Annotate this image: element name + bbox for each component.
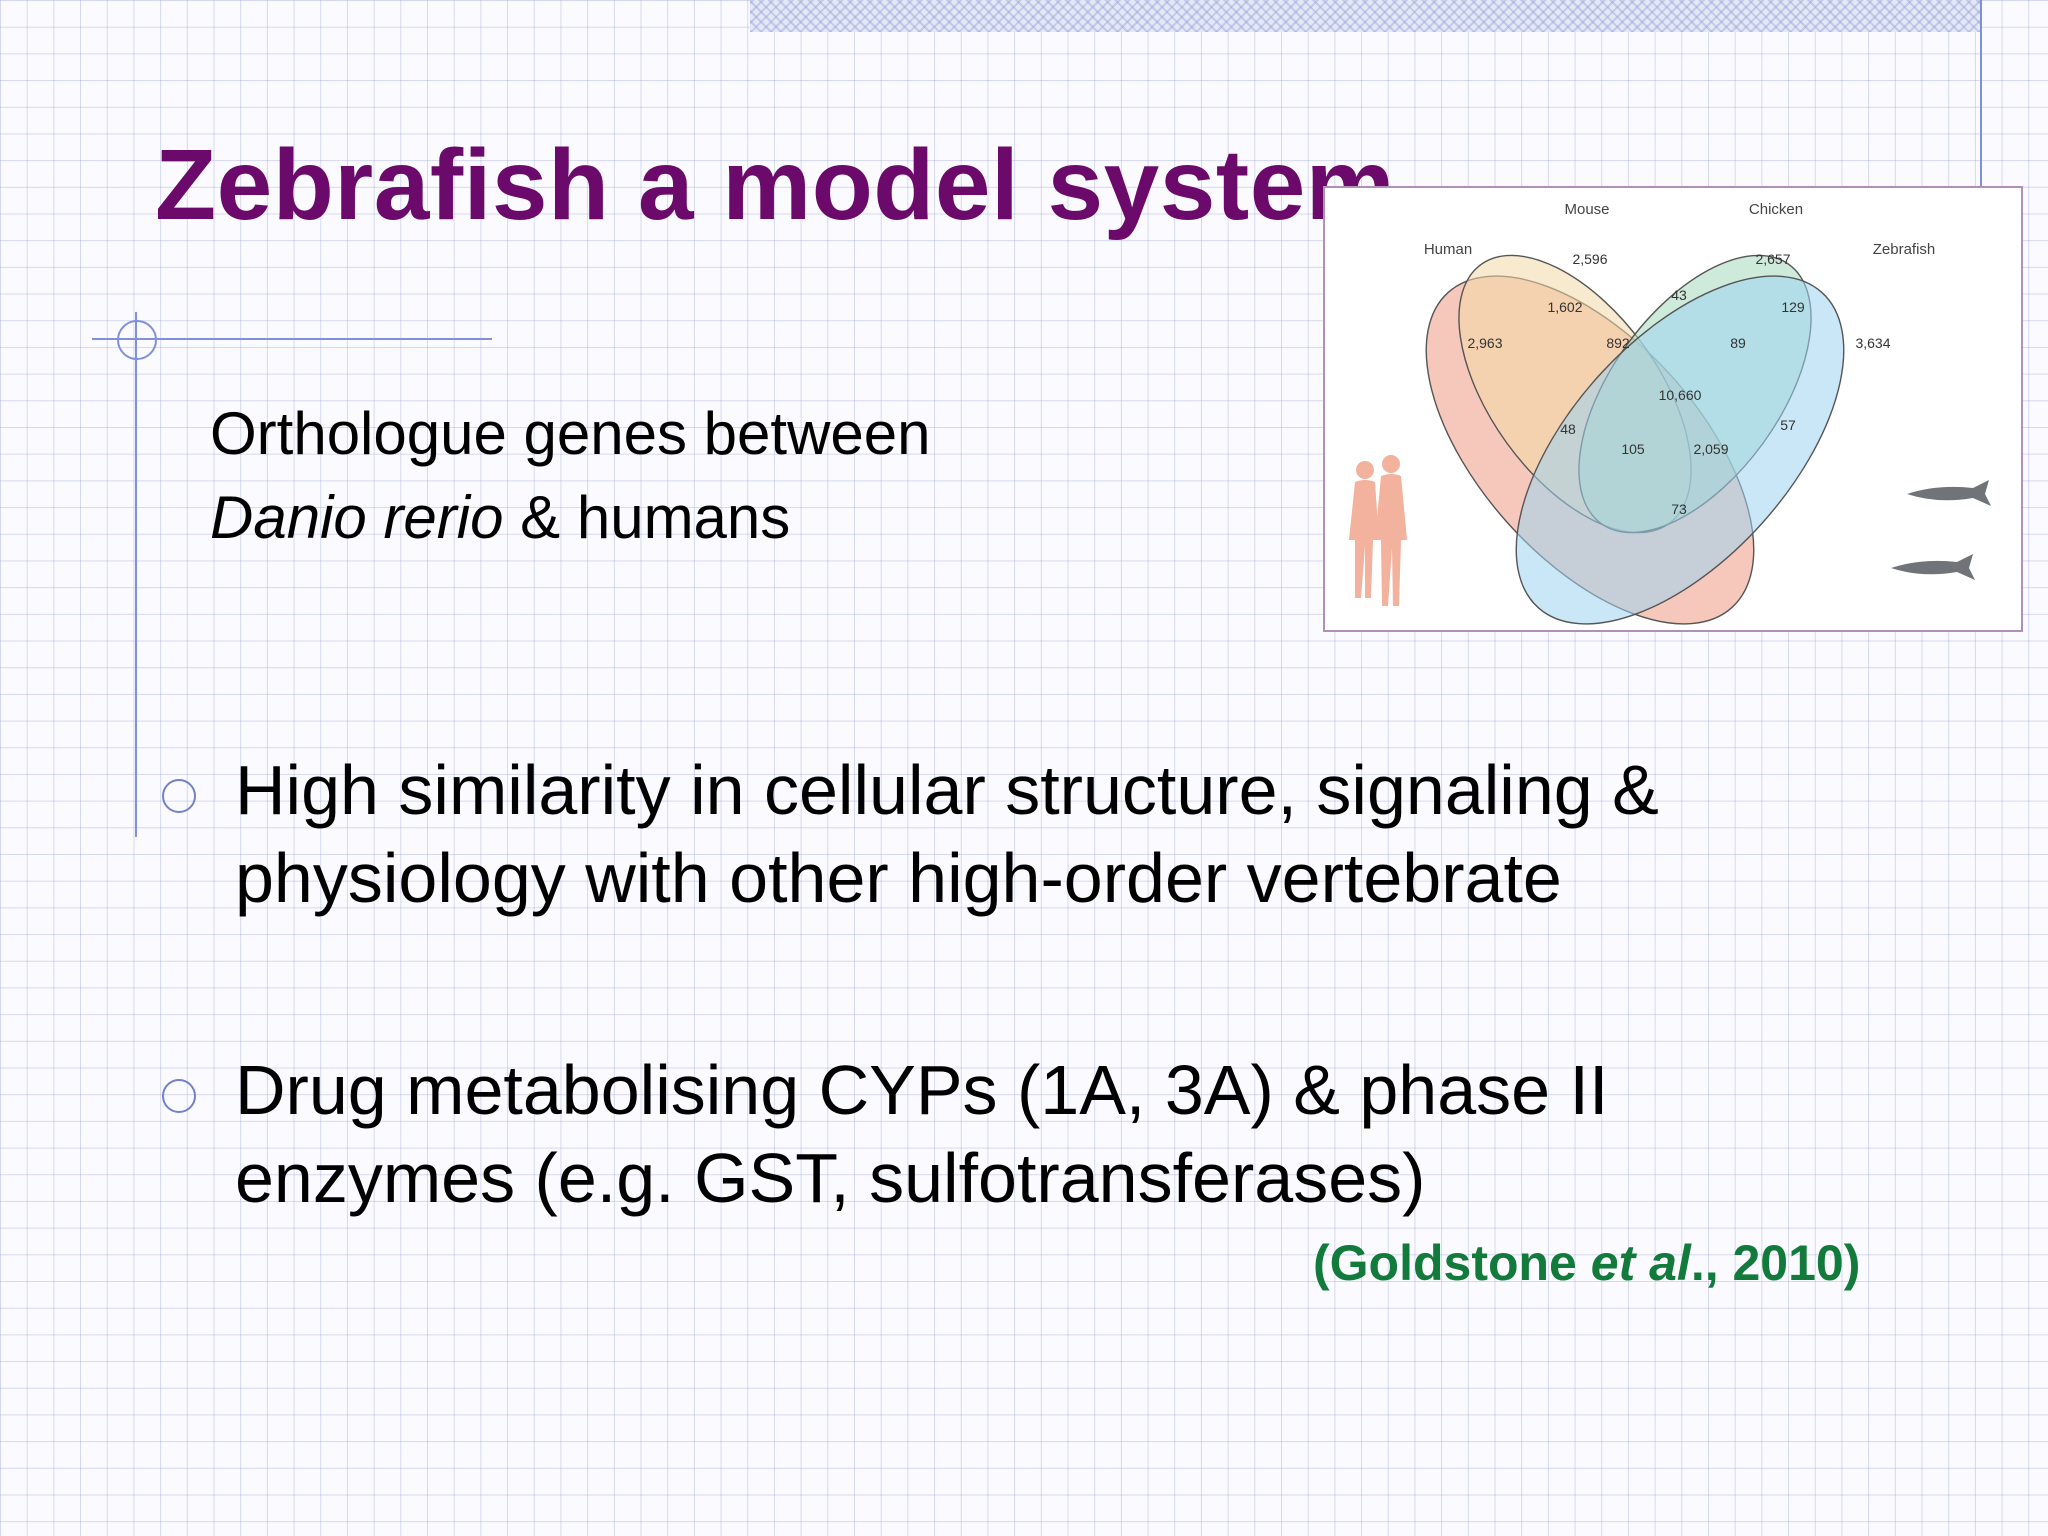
- bullet-2: Drug metabolising CYPs (1A, 3A) & phase …: [235, 1046, 1795, 1222]
- subtitle-rest: & humans: [503, 484, 791, 551]
- bullet-1-line2: physiology with other high-order vertebr…: [235, 839, 1562, 917]
- bullet-marker-1: [162, 779, 196, 813]
- slide-title: Zebrafish a model system: [155, 129, 1396, 241]
- bullet-marker-2: [162, 1079, 196, 1113]
- count-human-only: 2,963: [1467, 335, 1502, 351]
- citation-close: ., 2010): [1690, 1235, 1861, 1291]
- venn-zebrafish-set: [1515, 275, 1845, 625]
- species-name: Danio rerio: [210, 484, 504, 551]
- bullet-2-line1: Drug metabolising CYPs (1A, 3A) & phase …: [235, 1051, 1609, 1129]
- label-chicken: Chicken: [1749, 201, 1803, 218]
- bullet-1: High similarity in cellular structure, s…: [235, 746, 1795, 922]
- citation-etal: et al: [1590, 1235, 1691, 1291]
- count-mouse-chicken: 43: [1671, 287, 1687, 303]
- count-human-mouse-chicken: 892: [1606, 335, 1630, 351]
- label-human: Human: [1424, 241, 1472, 258]
- venn-diagram-panel: Mouse Chicken Human Zebrafish 2,596 2,65…: [1323, 186, 2023, 632]
- count-chicken-only: 2,657: [1755, 251, 1790, 267]
- subtitle: Orthologue genes between Danio rerio & h…: [210, 392, 931, 560]
- bullet-2-line2: enzymes (e.g. GST, sulfotransferases): [235, 1139, 1426, 1217]
- count-human-zebrafish: 73: [1671, 501, 1687, 517]
- citation: (Goldstone et al., 2010): [1313, 1234, 1860, 1292]
- decor-vertical-line-right: [1980, 0, 1982, 200]
- decor-vertical-line: [135, 312, 137, 837]
- count-human-mouse-zebrafish: 2,059: [1693, 441, 1728, 457]
- count-mouse-zebrafish: 57: [1780, 417, 1796, 433]
- count-zebrafish-only: 3,634: [1855, 335, 1890, 351]
- label-zebrafish: Zebrafish: [1873, 241, 1936, 258]
- count-mouse-only: 2,596: [1572, 251, 1607, 267]
- count-human-chicken-zebrafish: 105: [1621, 441, 1645, 457]
- venn-svg: Mouse Chicken Human Zebrafish 2,596 2,65…: [1349, 201, 1991, 625]
- citation-open: (Goldstone: [1313, 1235, 1591, 1291]
- count-chicken-zebrafish: 129: [1781, 299, 1805, 315]
- top-pattern-band: [750, 0, 1980, 32]
- decor-circle: [117, 320, 157, 360]
- human-silhouette-icon: [1349, 455, 1407, 606]
- subtitle-line2: Danio rerio & humans: [210, 476, 931, 560]
- zebrafish-silhouette-icon: [1891, 480, 1991, 580]
- count-human-chicken: 48: [1560, 421, 1576, 437]
- decor-horizontal-line: [92, 338, 492, 340]
- count-all-four: 10,660: [1659, 387, 1702, 403]
- count-human-mouse: 1,602: [1547, 299, 1582, 315]
- subtitle-line1: Orthologue genes between: [210, 400, 931, 467]
- label-mouse: Mouse: [1564, 201, 1609, 218]
- bullet-1-line1: High similarity in cellular structure, s…: [235, 751, 1659, 829]
- count-mouse-chicken-zebrafish: 89: [1730, 335, 1746, 351]
